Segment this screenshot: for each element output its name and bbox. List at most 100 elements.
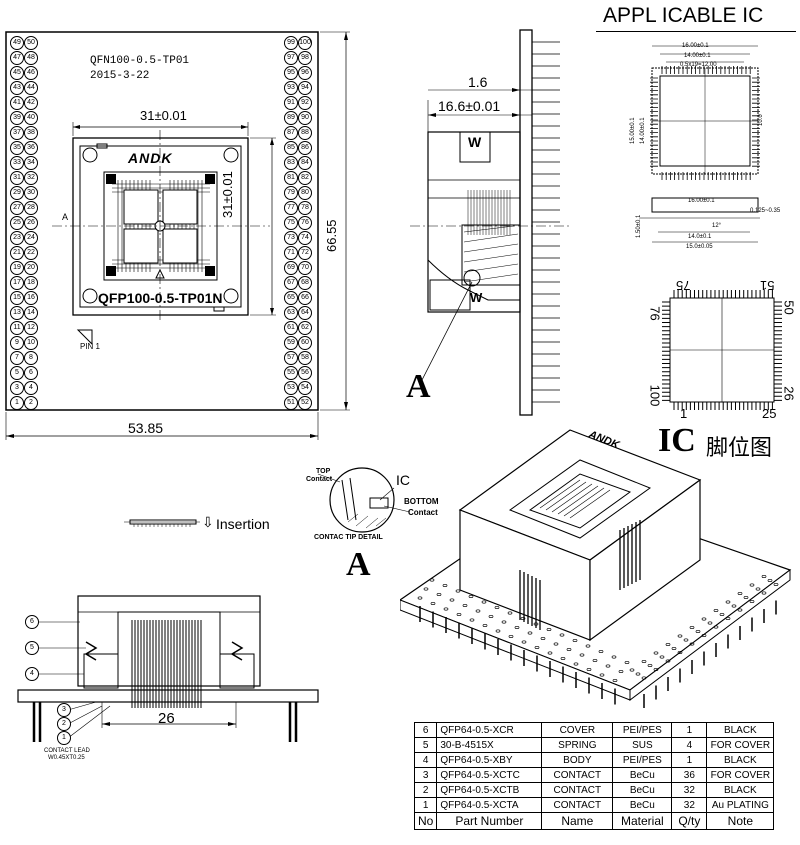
contact-detail-drawing: [317, 467, 411, 533]
socket-pin-number: 46: [24, 66, 38, 80]
detail-ic-label: IC: [396, 472, 410, 488]
socket-pin-number: 83: [284, 156, 298, 170]
socket-pin-number: 27: [10, 201, 24, 215]
w-label-top: W: [468, 134, 482, 150]
bom-cell: Name: [541, 812, 614, 830]
socket-pin-number: 26: [24, 216, 38, 230]
socket-pin-number: 23: [10, 231, 24, 245]
socket-pin-number: 21: [10, 246, 24, 260]
socket-pin-number: 25: [10, 216, 24, 230]
ic-pin-ticks: [662, 290, 782, 410]
bom-cell: FOR COVER: [706, 767, 775, 783]
model-label: QFN100-0.5-TP01: [90, 55, 190, 67]
bom-cell: CONTACT: [541, 782, 614, 798]
socket-pin-number: 19: [10, 261, 24, 275]
socket-pin-number: 38: [24, 126, 38, 140]
bom-cell: QFP64-0.5-XCTC: [436, 767, 543, 783]
insertion-arrow-icon: ⇩: [202, 514, 214, 530]
insertion-label: Insertion: [216, 516, 270, 532]
part-label: QFP100-0.5-TP01N: [98, 290, 223, 306]
bom-cell: 36: [671, 767, 708, 783]
socket-pin-number: 10: [24, 336, 38, 350]
bom-cell: QFP64-0.5-XCR: [436, 722, 543, 738]
bom-cell: 1: [671, 752, 708, 768]
top-view: QFN100-0.5-TP01 2015-3-22 31±0.01 31±0.0…: [0, 0, 360, 450]
bom-cell: PEI/PES: [612, 722, 673, 738]
bom-cell: CONTACT: [541, 797, 614, 813]
ic-side-dim-3: 14.0±0.1: [688, 234, 712, 240]
ic-pin-1: 1: [680, 406, 688, 421]
socket-pin-number: 41: [10, 96, 24, 110]
socket-pin-number: 24: [24, 231, 38, 245]
socket-pin-number: 4: [24, 381, 38, 395]
socket-pin-number: 15: [10, 291, 24, 305]
bom-cell: Part Number: [436, 812, 543, 830]
socket-pin-number: 49: [10, 36, 24, 50]
socket-pin-number: 74: [298, 231, 312, 245]
socket-pin-number: 80: [298, 186, 312, 200]
socket-pin-number: 2: [24, 396, 38, 410]
socket-pin-number: 33: [10, 156, 24, 170]
socket-pin-number: 48: [24, 51, 38, 65]
bom-cell: BLACK: [706, 752, 775, 768]
socket-pin-number: 86: [298, 141, 312, 155]
socket-pin-number: 31: [10, 171, 24, 185]
dim-31-right: 31±0.01: [220, 171, 235, 218]
isometric-socket-drawing: [400, 429, 792, 708]
iso-pin-holes: [417, 574, 779, 683]
socket-pin-number: 96: [298, 66, 312, 80]
socket-pin-number: 17: [10, 276, 24, 290]
socket-pin-number: 69: [284, 261, 298, 275]
bom-cell: CONTACT: [541, 767, 614, 783]
ic-outline-pin-ticks: [650, 66, 760, 180]
bom-cell: No: [413, 812, 438, 830]
ic-pin-51: 51: [760, 278, 775, 293]
socket-pin-number: 67: [284, 276, 298, 290]
ic-pin-50: 50: [781, 300, 797, 315]
detail-contact-label-1: Contact: [306, 476, 333, 483]
pin1-label: PIN 1: [80, 342, 101, 351]
socket-pin-number: 55: [284, 366, 298, 380]
ic-dim-right: 10.0: [758, 114, 764, 126]
socket-pin-number: 42: [24, 96, 38, 110]
ic-side-dim-1: 16.00±0.1: [688, 198, 715, 204]
bom-cell: Q/ty: [671, 812, 708, 830]
bom-cell: 1: [671, 722, 708, 738]
socket-pin-number: 78: [298, 201, 312, 215]
contact-lead-note: CONTACT LEAD: [44, 748, 90, 754]
socket-pin-number: 95: [284, 66, 298, 80]
socket-pin-number: 89: [284, 111, 298, 125]
socket-pin-number: 3: [10, 381, 24, 395]
bom-cell: 5: [413, 737, 438, 753]
applicable-ic-title: APPL ICABLE IC: [603, 4, 764, 27]
ic-dim-top-3: 0.5x19=12.00: [680, 62, 717, 68]
ic-side-dim-2: 0.125~0.35: [750, 208, 781, 214]
socket-pin-number: 47: [10, 51, 24, 65]
bom-cell: 6: [413, 722, 438, 738]
bom-cell: 4: [671, 737, 708, 753]
socket-pin-number: 75: [284, 216, 298, 230]
callout-5: 5: [25, 641, 39, 655]
socket-pin-number: 39: [10, 111, 24, 125]
socket-pin-number: 22: [24, 246, 38, 260]
detail-a-letter: A: [406, 368, 431, 405]
bom-cell: BeCu: [612, 797, 673, 813]
ic-pin-75: 75: [676, 278, 691, 293]
bom-cell: 3: [413, 767, 438, 783]
detail-top-label: TOP: [316, 468, 331, 475]
detail-contact-label-2: Contact: [408, 508, 438, 517]
bom-cell: FOR COVER: [706, 737, 775, 753]
socket-pin-number: 71: [284, 246, 298, 260]
ic-pin-25: 25: [762, 406, 777, 421]
callout-3: 3: [57, 703, 71, 717]
socket-pin-number: 50: [24, 36, 38, 50]
isometric-view: ANDK: [400, 410, 800, 710]
bom-cell: Note: [706, 812, 775, 830]
bom-cell: BLACK: [706, 722, 775, 738]
socket-pin-number: 90: [298, 111, 312, 125]
socket-pin-number: 56: [298, 366, 312, 380]
